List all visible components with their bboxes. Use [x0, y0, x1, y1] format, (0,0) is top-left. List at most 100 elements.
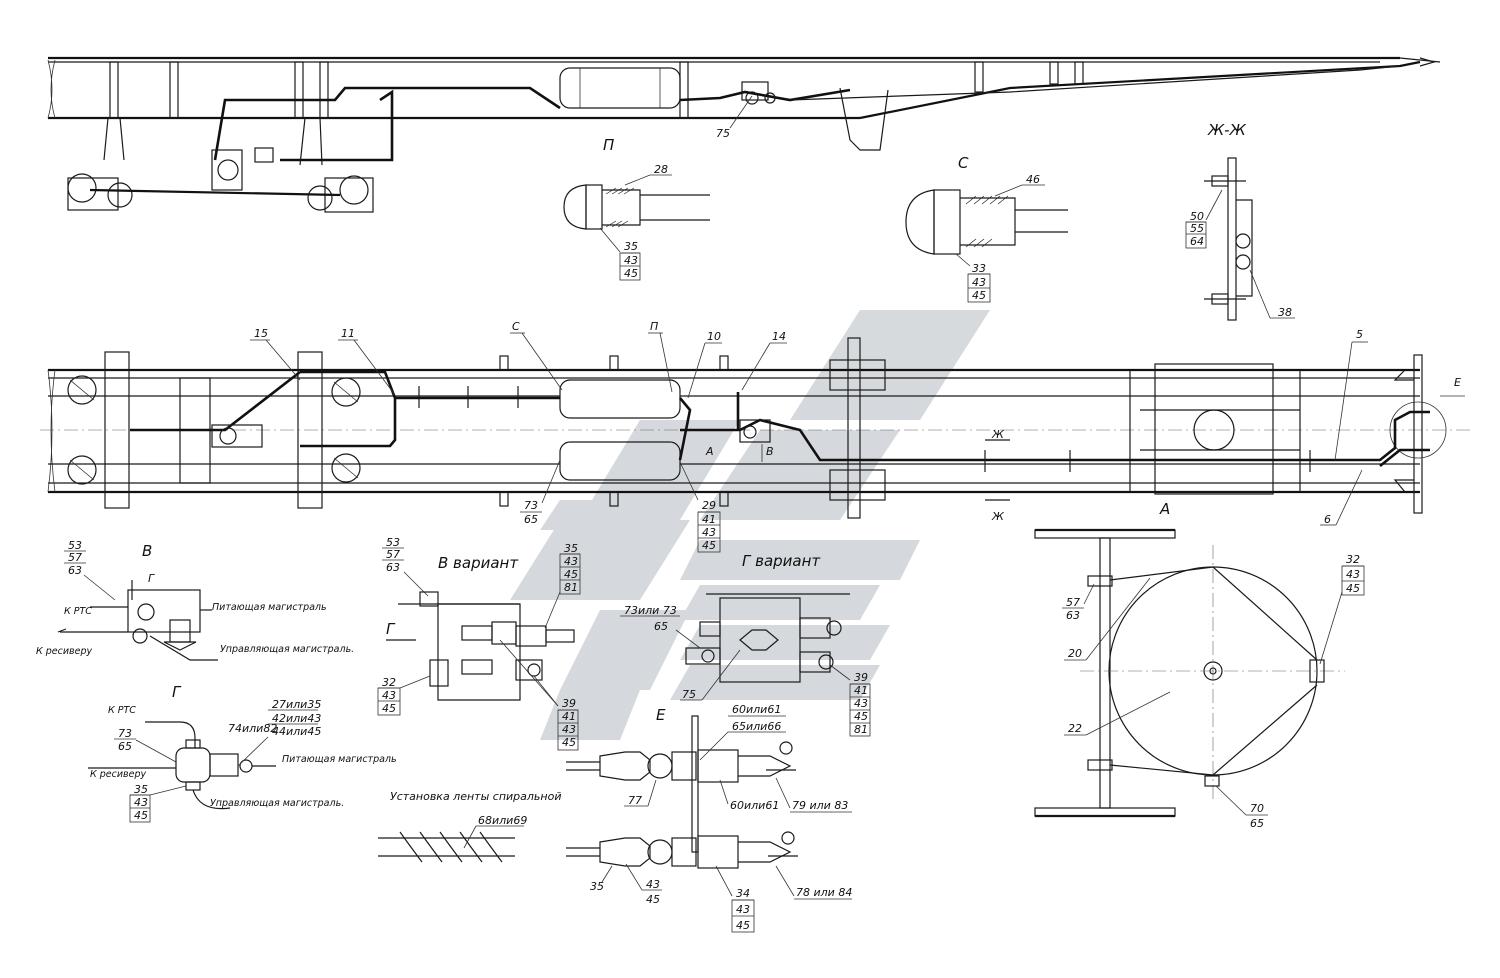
part-75-top: 75	[716, 127, 730, 140]
part-65-plan: 65	[524, 513, 538, 526]
part-64: 64	[1190, 235, 1204, 248]
part-53-V: 53	[68, 539, 82, 552]
part-45-S: 45	[972, 289, 986, 302]
spiral-tape: Установка ленты спиральной 68или69	[378, 790, 561, 863]
part-45-P: 45	[624, 267, 638, 280]
view-label-S: С	[958, 154, 969, 172]
part-57-Vv: 57	[386, 548, 400, 561]
part-45-E2: 45	[736, 919, 750, 932]
part-11: 11	[341, 327, 355, 340]
section-ZhZh: Ж-Ж 50 55 64 38	[1185, 121, 1295, 321]
part-45-G: 45	[134, 809, 148, 822]
label-k-rts-G: К РТС	[108, 705, 136, 716]
part-43-Gv: 43	[854, 697, 868, 710]
arrow-G: Г	[148, 572, 155, 585]
part-28: 28	[654, 163, 668, 176]
part-20: 20	[1068, 647, 1082, 660]
view-label-E-small: Е	[1454, 376, 1461, 389]
part-45-Vv: 45	[564, 568, 578, 581]
part-70: 70	[1250, 802, 1264, 815]
part-39-Gv: 39	[854, 671, 868, 684]
part-42or43: 42или43	[272, 712, 321, 725]
view-label-ZhZh: Ж-Ж	[1207, 121, 1247, 139]
view-E: Е 60или61 65или66 77 60или61 79 или 83	[566, 703, 852, 933]
part-75-Gv: 75	[682, 688, 696, 701]
view-label-G: Г	[172, 683, 182, 701]
view-label-P: П	[603, 136, 614, 154]
view-label-V-variant: В вариант	[438, 554, 519, 572]
part-P-label: П	[650, 320, 658, 333]
part-81-Gv: 81	[854, 723, 868, 736]
watermark-logo	[510, 310, 990, 740]
part-39-Vv: 39	[562, 697, 576, 710]
part-53-Vv: 53	[386, 536, 400, 549]
part-35-Vv: 35	[564, 542, 578, 555]
part-43-A: 43	[1346, 568, 1360, 581]
part-63-Vv: 63	[386, 561, 400, 574]
view-V: В 53 57 63 Г К РТС К ресиверу Питающая м…	[36, 539, 354, 661]
view-A-tank: 57 63 20 22 32 43 45 70 65	[1034, 528, 1365, 830]
label-control-G: Управляющая магистраль.	[210, 798, 344, 809]
part-50: 50	[1190, 210, 1204, 223]
part-45-Gv: 45	[854, 710, 868, 723]
part-33: 33	[972, 262, 986, 275]
part-41-Gv: 41	[854, 684, 868, 697]
part-43-Vv2: 43	[382, 689, 396, 702]
label-spiral-tape: Установка ленты спиральной	[390, 790, 561, 803]
section-mark-Zh-bottom: Ж	[991, 510, 1005, 523]
part-43-S: 43	[972, 276, 986, 289]
part-45-E: 45	[646, 893, 660, 906]
plan-view: Ж Ж А Е А В 15 11 С П 10 14 5 6 73	[40, 320, 1470, 553]
part-65-G: 65	[118, 740, 132, 753]
part-45-Vv2: 45	[382, 702, 396, 715]
part-73-plan: 73	[524, 499, 538, 512]
part-45-plan: 45	[702, 539, 716, 552]
view-label-E: Е	[656, 706, 666, 724]
part-60or61-a: 60или61	[732, 703, 781, 716]
view-G-variant: Г вариант 73или 73 65 75 39 41 43 45 81	[620, 552, 871, 737]
part-35-G: 35	[134, 783, 148, 796]
part-41-Vv: 41	[562, 710, 576, 723]
part-27or35: 27или35	[272, 698, 321, 711]
part-55: 55	[1190, 222, 1204, 235]
part-10: 10	[707, 330, 721, 343]
part-22: 22	[1068, 722, 1082, 735]
arrow-label-A: А	[705, 445, 714, 458]
part-65-Gv: 65	[654, 620, 668, 633]
detail-S: С 46 33 43 45	[905, 154, 1068, 303]
part-43-P: 43	[624, 254, 638, 267]
part-60or61-b: 60или61	[730, 799, 779, 812]
part-63-V: 63	[68, 564, 82, 577]
part-44or45: 44или45	[272, 725, 321, 738]
part-35-E: 35	[590, 880, 604, 893]
part-32-Vv: 32	[382, 676, 396, 689]
part-C-label: С	[512, 320, 520, 333]
arrow-G-Vv: Г	[386, 620, 396, 638]
part-73or73: 73или 73	[624, 604, 677, 617]
label-control-V: Управляющая магистраль.	[220, 644, 354, 655]
part-46: 46	[1026, 173, 1040, 186]
part-43-E2: 43	[736, 903, 750, 916]
part-45-A: 45	[1346, 582, 1360, 595]
part-57-A: 57	[1066, 596, 1080, 609]
label-supply-V: Питающая магистраль	[212, 602, 327, 613]
label-k-receiver-G: К ресиверу	[90, 769, 147, 780]
part-43-plan: 43	[702, 526, 716, 539]
part-65or66: 65или66	[732, 720, 781, 733]
part-43-Vv3: 43	[562, 723, 576, 736]
part-63-A: 63	[1066, 609, 1080, 622]
part-34: 34	[736, 887, 750, 900]
part-15: 15	[254, 327, 268, 340]
part-57-V: 57	[68, 551, 82, 564]
part-73-G: 73	[118, 727, 132, 740]
view-label-V: В	[142, 542, 152, 560]
label-k-rts-V: К РТС	[64, 606, 92, 617]
arrow-label-V: В	[766, 445, 774, 458]
part-14: 14	[772, 330, 786, 343]
part-35-P: 35	[624, 240, 638, 253]
section-mark-Zh-top: Ж	[991, 428, 1005, 441]
view-label-A: А	[1159, 500, 1170, 518]
part-79or83: 79 или 83	[792, 799, 848, 812]
part-43-E: 43	[646, 878, 660, 891]
